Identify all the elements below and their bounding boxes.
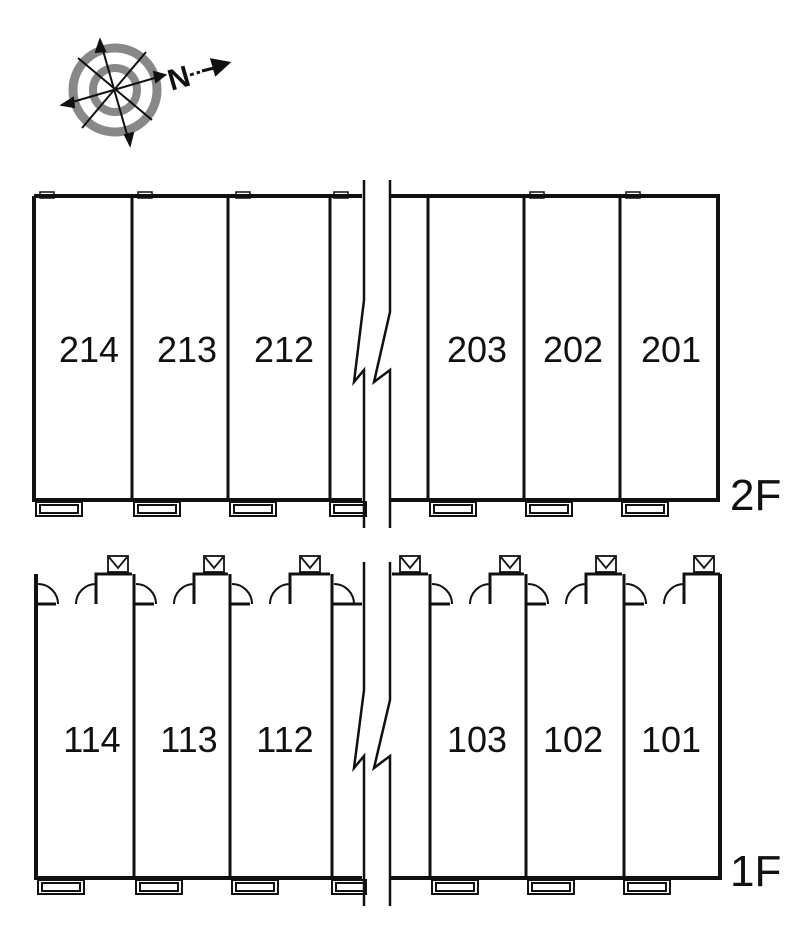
floor-1f: 114 113 112 103 102 101 1F — [34, 555, 781, 906]
unit-202: 202 — [543, 329, 603, 370]
unit-212: 212 — [254, 329, 314, 370]
unit-203: 203 — [447, 329, 507, 370]
unit-102: 102 — [543, 719, 603, 760]
north-label: N — [164, 60, 194, 98]
unit-201: 201 — [641, 329, 701, 370]
unit-112: 112 — [256, 719, 313, 760]
unit-213: 213 — [157, 329, 217, 370]
floor-2f: 214 213 212 203 202 201 2F — [32, 180, 781, 528]
unit-103: 103 — [447, 719, 507, 760]
floor-label-2f: 2F — [730, 471, 781, 520]
unit-113: 113 — [160, 719, 217, 760]
unit-101: 101 — [641, 719, 701, 760]
compass-rose-icon: N — [59, 37, 232, 148]
floor-label-1f: 1F — [730, 847, 781, 896]
unit-214: 214 — [59, 329, 119, 370]
unit-114: 114 — [63, 719, 120, 760]
